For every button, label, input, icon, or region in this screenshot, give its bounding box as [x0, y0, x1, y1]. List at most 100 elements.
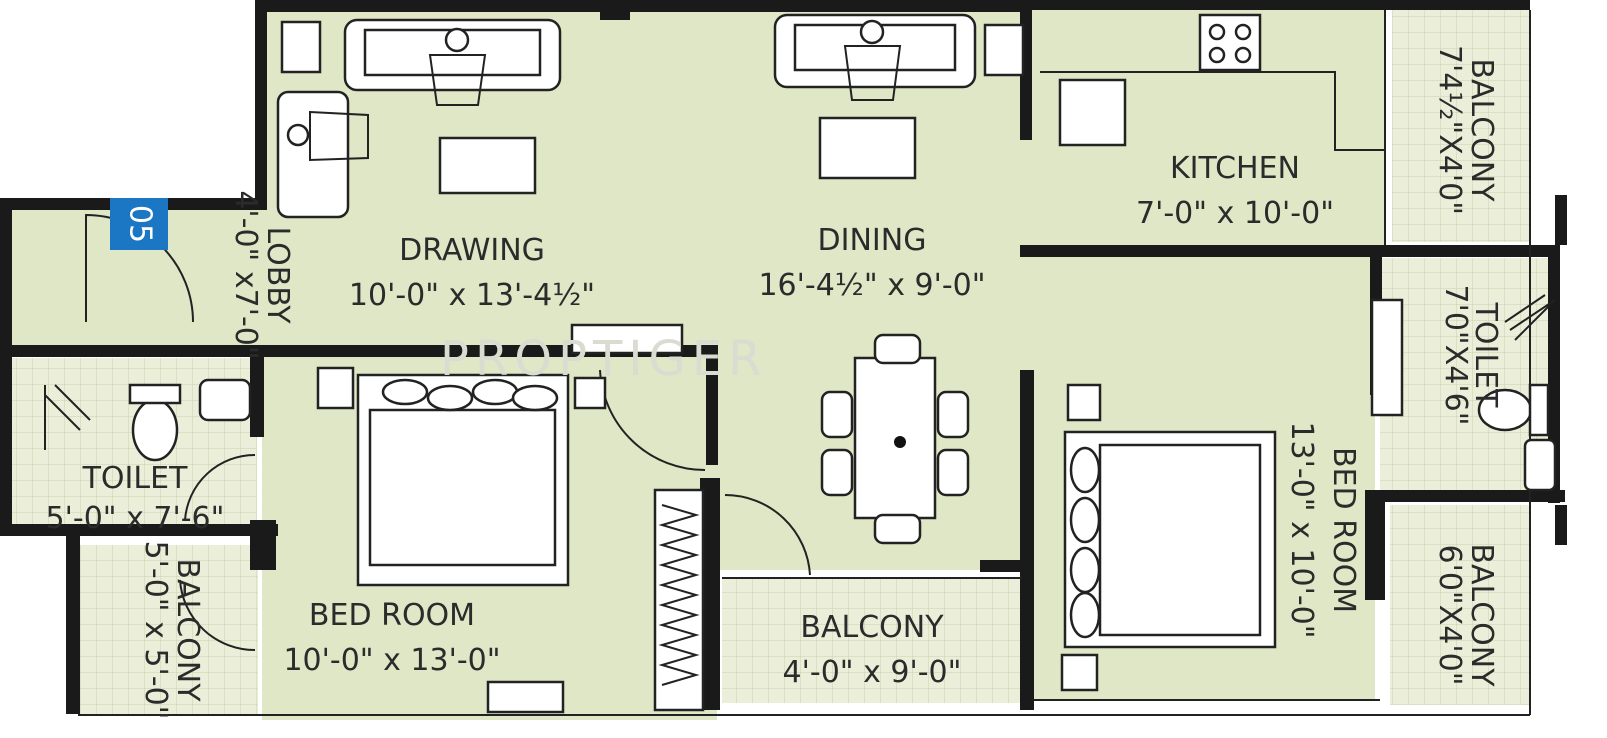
- floor-balcony-top-right: [1392, 10, 1530, 242]
- room-name-toilet-left: TOILET: [82, 461, 188, 496]
- person-icon: [309, 110, 369, 162]
- armchair-icon: [276, 90, 350, 219]
- floor-balcony-bottom-right: [1390, 505, 1530, 705]
- pillow-icon: [1069, 446, 1101, 494]
- pillow-icon: [1069, 496, 1101, 544]
- wall: [700, 478, 720, 710]
- wall: [255, 0, 1030, 12]
- stove-icon: [1198, 13, 1262, 72]
- chair-icon: [936, 448, 970, 497]
- table-center-icon: [894, 436, 906, 448]
- room-size-balcony-top-right: 7'4½"X4'0": [1432, 45, 1467, 215]
- window-ac-icon: [570, 323, 684, 355]
- wall: [1555, 195, 1567, 245]
- sofa-cushion: [363, 28, 542, 77]
- chair-icon: [936, 390, 970, 439]
- floor-balcony-left: [78, 545, 258, 715]
- shower-icon: [1504, 294, 1556, 341]
- side-table-icon: [983, 23, 1025, 77]
- unit-badge-text: 05: [123, 205, 158, 243]
- washbasin-icon: [198, 378, 252, 422]
- room-size-kitchen: 7'-0" x 10'-0": [1136, 196, 1334, 231]
- washbasin-icon: [1523, 438, 1557, 492]
- room-name-dining: DINING: [818, 223, 927, 258]
- bed-sheet: [1098, 443, 1262, 637]
- wall: [980, 560, 1030, 572]
- outer-edges: [78, 10, 1531, 716]
- wall: [1365, 490, 1385, 600]
- window-ac-icon: [1370, 298, 1404, 417]
- toilet-tank: [1528, 383, 1550, 437]
- room-size-bedroom-right: 13'-0" x 10'-0": [1284, 421, 1319, 638]
- chair-icon: [873, 513, 922, 545]
- room-name-toilet-right: TOILET: [1468, 302, 1503, 408]
- room-size-bedroom-left: 10'-0" x 13'-0": [283, 643, 500, 678]
- room-size-toilet-left: 5'-0" x 7'-6": [46, 501, 225, 536]
- doors: [85, 213, 811, 652]
- wall: [1020, 370, 1034, 710]
- room-name-lobby: LOBBY: [260, 226, 295, 324]
- room-size-balcony-bottom-right: 6'0"X4'0": [1432, 545, 1467, 686]
- wall: [66, 534, 80, 714]
- window-ac-icon: [486, 680, 565, 714]
- wall: [8, 345, 718, 357]
- pillow-icon: [1069, 546, 1101, 594]
- watermark: PROPTIGER: [440, 331, 767, 387]
- room-size-balcony-center: 4'-0" x 9'-0": [783, 655, 962, 690]
- room-size-drawing: 10'-0" x 13'-4½": [349, 278, 595, 313]
- wardrobe-hangers: [658, 504, 700, 686]
- burner-icon: [1234, 23, 1252, 41]
- pillow-icon: [426, 384, 474, 412]
- wall: [1365, 490, 1565, 502]
- wall: [250, 520, 276, 570]
- chair-icon: [820, 390, 854, 439]
- burner-icon: [1234, 46, 1252, 64]
- person-icon: [859, 19, 885, 45]
- person-icon: [444, 27, 470, 53]
- room-name-drawing: DRAWING: [399, 233, 545, 268]
- room-size-toilet-right: 7'0"X4'6": [1438, 285, 1473, 426]
- wall: [250, 357, 264, 437]
- room-name-balcony-left: BALCONY: [170, 558, 205, 702]
- pillow-icon: [511, 384, 559, 412]
- room-size-dining: 16'-4½" x 9'-0": [758, 268, 985, 303]
- door-swing: [184, 453, 256, 521]
- shower-icon: [44, 384, 91, 450]
- dining-table-icon: [853, 356, 937, 520]
- chair-icon: [873, 333, 922, 365]
- room-name-balcony-bottom-right: BALCONY: [1464, 543, 1499, 687]
- room-name-kitchen: KITCHEN: [1170, 151, 1300, 186]
- room-name-balcony-center: BALCONY: [800, 610, 944, 645]
- nightstand-icon: [1060, 653, 1099, 692]
- chair-icon: [820, 448, 854, 497]
- coffee-table-icon: [818, 116, 917, 180]
- person-icon: [286, 123, 310, 147]
- pillow-icon: [1069, 591, 1101, 639]
- wall: [1555, 505, 1567, 545]
- room-size-lobby: 4'-0" x7'-0": [228, 190, 263, 359]
- room-name-balcony-top-right: BALCONY: [1464, 58, 1499, 202]
- nightstand-icon: [573, 376, 607, 410]
- wall: [1030, 0, 1530, 10]
- bed-sheet: [368, 408, 557, 567]
- side-table-icon: [280, 20, 322, 74]
- toilet-tank: [128, 383, 182, 405]
- wall: [1020, 245, 1560, 257]
- counter-outline: [1040, 71, 1385, 151]
- labels: PROPTIGER 05 DRAWING 10'-0" x 13'-4½" DI…: [46, 45, 1503, 720]
- furniture: [44, 13, 1557, 714]
- wall: [255, 0, 267, 210]
- room-size-balcony-left: 5'-0" x 5'-0": [138, 541, 173, 720]
- room-name-bedroom-left: BED ROOM: [309, 598, 475, 633]
- room-name-bedroom-right: BED ROOM: [1326, 447, 1361, 613]
- person-icon: [428, 54, 487, 106]
- nightstand-icon: [1066, 383, 1102, 422]
- sink-icon: [1058, 78, 1127, 147]
- unit-badge: [110, 198, 168, 250]
- wall: [706, 345, 718, 465]
- person-icon: [843, 45, 902, 101]
- floor-toilet-right: [1380, 258, 1550, 490]
- wall: [8, 524, 278, 536]
- floor-balcony-center: [722, 578, 1022, 703]
